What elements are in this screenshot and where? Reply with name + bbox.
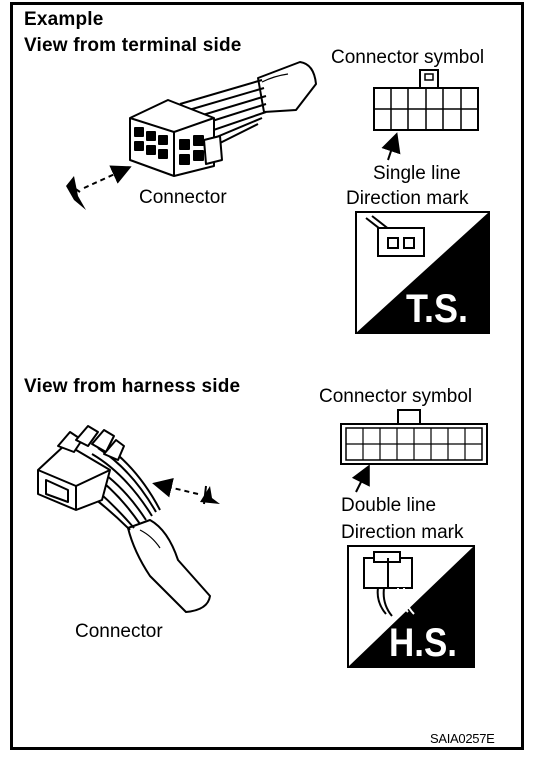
double-line-label: Double line xyxy=(341,495,437,516)
terminal-side-symbol-label: Connector symbol xyxy=(331,47,485,68)
harness-side-eye-icon xyxy=(200,485,220,505)
figure-frame xyxy=(10,2,524,750)
harness-side-badge: H.S. xyxy=(389,621,457,665)
terminal-side-heading: View from terminal side xyxy=(24,35,242,56)
harness-side-direction-mark xyxy=(347,545,475,668)
single-line-label: Single line xyxy=(373,163,461,184)
harness-side-connector-label: Connector xyxy=(75,621,163,642)
terminal-side-direction-label: Direction mark xyxy=(346,188,469,209)
single-line-pointer-arrow xyxy=(381,132,401,161)
figure-title: Example xyxy=(24,9,104,30)
harness-side-direction-label: Direction mark xyxy=(341,522,464,543)
terminal-side-badge: T.S. xyxy=(406,287,468,331)
terminal-side-view-arrow xyxy=(83,165,132,189)
terminal-side-direction-mark xyxy=(355,211,490,334)
single-line-connector-symbol xyxy=(373,69,479,131)
harness-side-view-arrow xyxy=(152,477,199,498)
terminal-side-connector-label: Connector xyxy=(139,187,227,208)
terminal-side-eye-icon xyxy=(66,176,86,210)
double-line-connector-symbol xyxy=(340,409,488,465)
harness-side-heading: View from harness side xyxy=(24,376,241,397)
terminal-side-connector-drawing xyxy=(129,61,317,177)
harness-side-symbol-label: Connector symbol xyxy=(319,386,473,407)
double-line-pointer-arrow xyxy=(351,464,370,493)
figure-code: SAIA0257E xyxy=(430,731,495,746)
harness-side-connector-drawing xyxy=(37,425,211,613)
